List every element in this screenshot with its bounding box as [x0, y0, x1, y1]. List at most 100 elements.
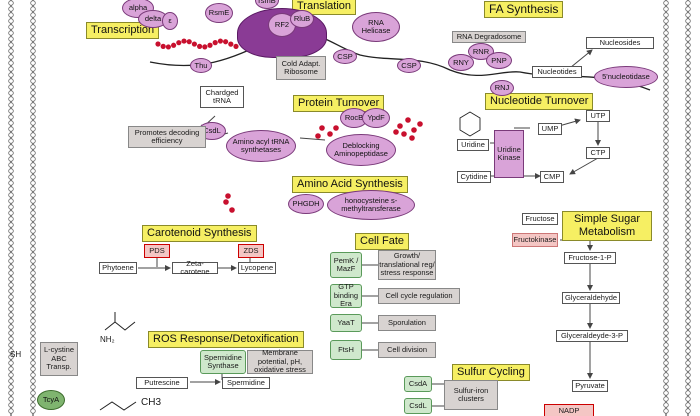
lipid-head — [30, 240, 36, 246]
rsme-protein: RsmE — [205, 3, 233, 23]
right-membrane — [665, 0, 689, 416]
lipid-head — [663, 354, 669, 360]
lipid-head — [663, 102, 669, 108]
glyceraldehyde-box: Glyceraldehyde — [562, 292, 620, 304]
lipid-head — [685, 198, 691, 204]
lipid-head — [663, 174, 669, 180]
lipid-head — [663, 6, 669, 12]
lipid-head — [8, 150, 14, 156]
peptide-bead — [202, 44, 208, 50]
title-amino-acid-synthesis: Amino Acid Synthesis — [292, 176, 408, 193]
lipid-head — [8, 120, 14, 126]
amino-acid-dot — [327, 131, 333, 137]
lipid-head — [30, 408, 36, 414]
spermidine-synthase: Spermidine Synthase — [200, 350, 246, 374]
sh-label-1: SH — [10, 350, 22, 359]
lipid-head — [30, 72, 36, 78]
title-fa-synthesis: FA Synthesis — [484, 1, 564, 18]
lipid-head — [8, 270, 14, 276]
lipid-head — [663, 24, 669, 30]
lipid-head — [685, 402, 691, 408]
lipid-head — [685, 330, 691, 336]
homocysteine-methyltransferase: honocysteine s-methyltransferase — [327, 190, 415, 220]
utp-box: UTP — [586, 110, 610, 122]
amino-acid-dot — [393, 129, 399, 135]
lipid-head — [663, 336, 669, 342]
csda-box: CsdA — [404, 376, 432, 392]
lipid-head — [8, 240, 14, 246]
lipid-head — [30, 318, 36, 324]
lipid-head — [663, 96, 669, 102]
thu-protein: Thu — [190, 58, 212, 73]
lipid-head — [685, 186, 691, 192]
lipid-head — [663, 300, 669, 306]
lipid-head — [663, 90, 669, 96]
lipid-head — [663, 330, 669, 336]
spermidine-box: Spermidine — [222, 377, 270, 389]
putrescine-box: Putrescine — [136, 377, 188, 389]
lipid-head — [8, 330, 14, 336]
lipid-head — [30, 366, 36, 372]
lipid-head — [8, 216, 14, 222]
lipid-head — [685, 144, 691, 150]
lipid-head — [8, 60, 14, 66]
lipid-head — [685, 378, 691, 384]
amino-acid-dot — [223, 199, 229, 205]
peptide-bead — [171, 42, 177, 48]
lipid-head — [685, 162, 691, 168]
lipid-head — [30, 108, 36, 114]
lipid-head — [663, 204, 669, 210]
lipid-head — [663, 342, 669, 348]
lipid-head — [663, 54, 669, 60]
amino-acid-dot — [397, 123, 403, 129]
lipid-head — [8, 276, 14, 282]
lipid-head — [8, 282, 14, 288]
lipid-head — [663, 270, 669, 276]
cold-adapt-ribosome-label: Cold Adapt. Ribosome — [276, 56, 326, 80]
lipid-head — [30, 90, 36, 96]
lipid-head — [8, 258, 14, 264]
pnp-protein: PNP — [486, 52, 512, 69]
csp-protein-2: CSP — [397, 58, 421, 73]
lipid-head — [663, 306, 669, 312]
lipid-head — [663, 318, 669, 324]
lipid-head — [30, 390, 36, 396]
amino-acid-dot — [229, 207, 235, 213]
lipid-head — [8, 138, 14, 144]
lipid-head — [685, 210, 691, 216]
zds-enzyme: ZDS — [238, 244, 264, 258]
lipid-head — [8, 102, 14, 108]
lipid-head — [8, 12, 14, 18]
lipid-head — [8, 156, 14, 162]
lipid-head — [663, 216, 669, 222]
lipid-head — [663, 126, 669, 132]
lipid-head — [30, 312, 36, 318]
amino-acid-dot — [405, 117, 411, 123]
lipid-head — [8, 90, 14, 96]
lipid-head — [685, 342, 691, 348]
lipid-head — [8, 18, 14, 24]
lipid-head — [685, 228, 691, 234]
lipid-head — [30, 288, 36, 294]
lipid-head — [663, 324, 669, 330]
amino-acid-dot — [225, 193, 231, 199]
peptide-bead — [197, 43, 203, 49]
lipid-head — [30, 162, 36, 168]
peptide-bead — [181, 38, 187, 44]
lipid-head — [663, 144, 669, 150]
lipid-head — [30, 294, 36, 300]
uridine-kinase: Uridine Kinase — [494, 130, 524, 178]
lipid-head — [8, 402, 14, 408]
peptide-bead — [228, 41, 234, 47]
lipid-head — [8, 336, 14, 342]
lipid-head — [30, 264, 36, 270]
lipid-head — [30, 168, 36, 174]
amino-acid-dot — [417, 121, 423, 127]
lipid-head — [685, 108, 691, 114]
peptide-bead — [191, 41, 197, 47]
lipid-head — [685, 360, 691, 366]
title-protein-turnover: Protein Turnover — [293, 95, 385, 112]
lipid-head — [663, 138, 669, 144]
lipid-head — [663, 114, 669, 120]
rlub-protein: RluB — [290, 10, 314, 28]
